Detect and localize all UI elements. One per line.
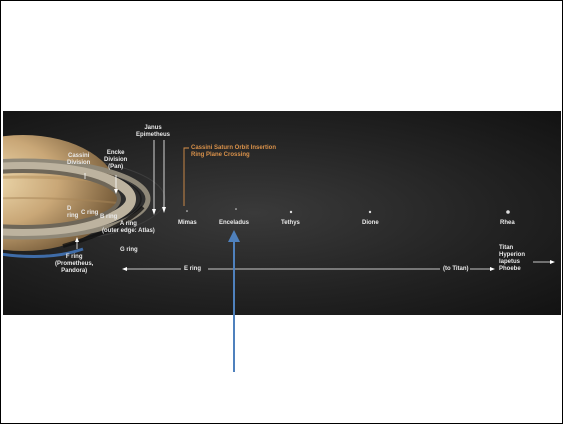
label-e-ring: E ring [184,266,202,272]
label-a-ring: A ring (outer edge: Atlas) [102,221,155,234]
label-to-titan: (to Titan) [443,266,469,272]
label-b-ring: B ring [100,214,118,220]
label-encke-division: Encke Division (Pan) [104,150,128,170]
label-f-ring: F ring (Prometheus, Pandora) [55,254,94,274]
label-tethys: Tethys [281,220,300,226]
rhea-dot [506,210,510,214]
mimas-dot [186,210,188,212]
enceladus-dot [235,208,237,210]
saturn-system-diagram: Janus Epimetheus Cassini Division Encke … [3,111,561,315]
blue-arrow-head [228,230,240,242]
label-soi-crossing: Cassini Saturn Orbit Insertion Ring Plan… [191,145,277,158]
label-dione: Dione [362,220,379,226]
label-c-ring: C ring [81,210,99,216]
label-janus-epimetheus: Janus Epimetheus [136,125,171,138]
label-enceladus: Enceladus [219,220,250,226]
label-d-ring: D ring [67,206,79,219]
label-rhea: Rhea [500,220,515,226]
label-outer-moons: Titan Hyperion Iapetus Phoebe [499,245,526,272]
b-ring [3,162,136,236]
c-ring [3,169,121,229]
dione-dot [368,210,372,214]
diagram-graphics [3,135,555,271]
a-ring [3,158,151,240]
tethys-dot [289,210,293,214]
label-g-ring: G ring [120,247,138,253]
label-cassini-division: Cassini Division [67,153,91,166]
label-mimas: Mimas [178,220,197,226]
